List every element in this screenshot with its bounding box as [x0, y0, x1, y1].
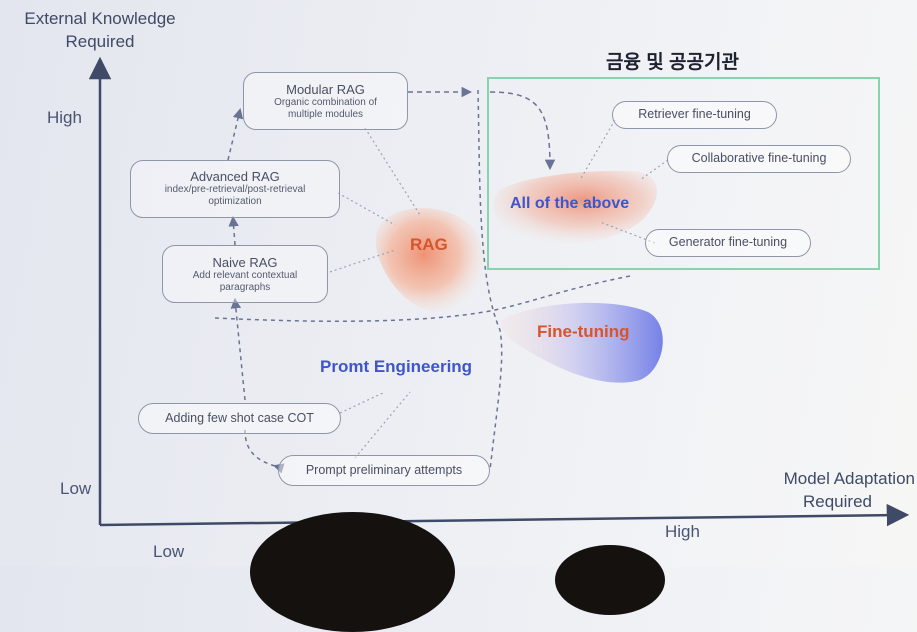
prompt-engineering-label: Promt Engineering [320, 357, 473, 376]
fine-tuning-region-blob [501, 302, 663, 383]
generator-fine-tuning-pill: Generator fine-tuning [645, 229, 811, 257]
x-axis-high-label: High [665, 522, 700, 541]
y-axis-title-line2: Required [65, 32, 135, 51]
advanced-rag-box: Advanced RAG index/pre-retrieval/post-re… [130, 160, 340, 218]
advanced-rag-desc-2: optimization [208, 196, 262, 207]
retriever-fine-tuning-pill: Retriever fine-tuning [612, 101, 777, 129]
korean-title: 금융 및 공공기관 [606, 52, 739, 73]
advanced-rag-desc-1: index/pre-retrieval/post-retrieval [164, 184, 306, 195]
naive-rag-box: Naive RAG Add relevant contextual paragr… [162, 245, 328, 303]
naive-rag-title: Naive RAG [212, 255, 278, 270]
x-axis-title-line1: Model Adaptation [783, 469, 915, 488]
all-of-the-above-label: All of the above [510, 195, 630, 212]
y-axis-title-line1: External Knowledge [24, 9, 176, 28]
x-axis-title: Model Adaptation Required [745, 467, 915, 513]
fine-tuning-label: Fine-tuning [537, 322, 630, 341]
few-shot-cot-pill: Adding few shot case COT [138, 403, 341, 434]
fine-tuning-frame [487, 77, 880, 270]
collaborative-fine-tuning-pill: Collaborative fine-tuning [667, 145, 851, 173]
modular-rag-box: Modular RAG Organic combination of multi… [243, 72, 408, 130]
advanced-rag-title: Advanced RAG [190, 169, 280, 184]
naive-rag-desc-2: paragraphs [219, 282, 271, 293]
x-axis-line [99, 503, 910, 527]
y-axis-low-label: Low [60, 479, 92, 498]
rag-region-blob [375, 208, 484, 312]
combined-region-blob [492, 170, 657, 244]
modular-rag-desc-1: Organic combination of [274, 97, 377, 108]
prompt-preliminary-pill: Prompt preliminary attempts [278, 455, 490, 486]
x-axis-title-line2: Required [803, 492, 872, 511]
y-axis-title: External Knowledge Required [5, 7, 195, 53]
y-axis-high-label: High [47, 108, 82, 127]
modular-rag-title: Modular RAG [286, 82, 365, 97]
x-axis-low-label: Low [153, 542, 185, 561]
diagram-canvas [88, 56, 910, 527]
naive-rag-desc-1: Add relevant contextual [192, 270, 298, 281]
audience-head-left [250, 512, 455, 632]
modular-rag-desc-2: multiple modules [287, 109, 364, 120]
rag-label: RAG [410, 235, 448, 254]
audience-head-right [555, 545, 665, 615]
